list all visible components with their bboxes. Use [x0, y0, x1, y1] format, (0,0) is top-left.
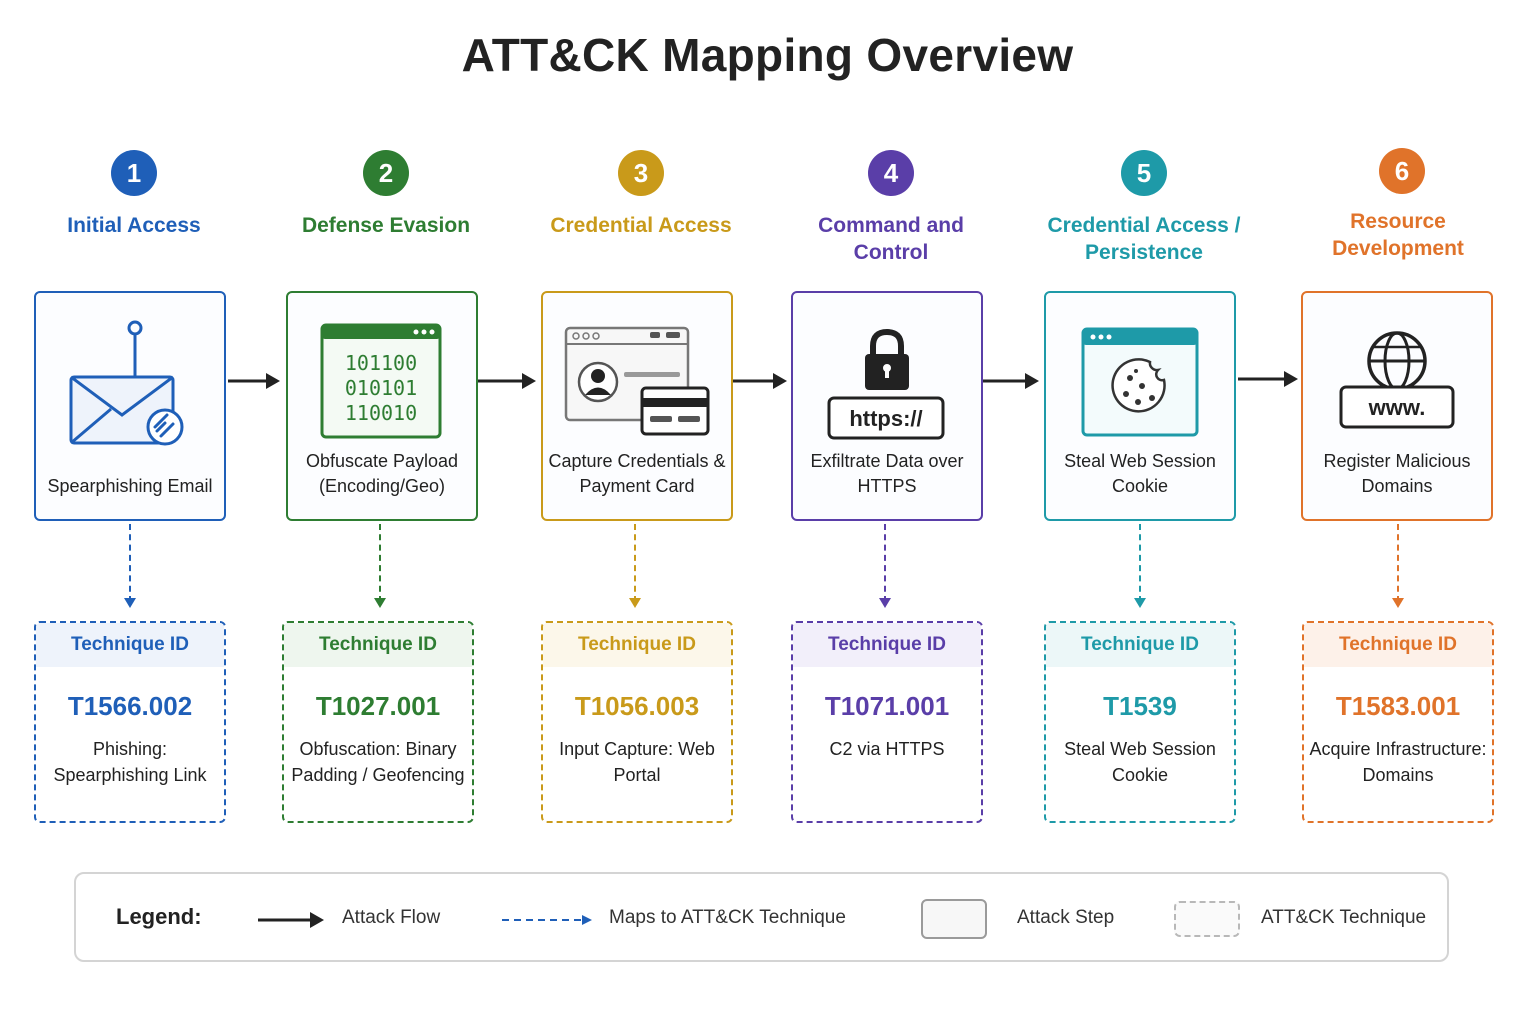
binary-window-icon: 101100 010101 110010: [288, 307, 476, 457]
attack-flow-arrow: [478, 373, 536, 389]
legend-technique-swatch: [1174, 901, 1240, 937]
legend: Legend: Attack Flow Maps to ATT&CK Techn…: [74, 872, 1449, 962]
legend-mapping-label: Maps to ATT&CK Technique: [609, 907, 846, 928]
attack-flow-arrow: [1238, 371, 1298, 387]
connector-arrowhead: [629, 598, 641, 608]
technique-id: T1539: [1103, 691, 1177, 721]
technique-header: Technique ID: [36, 623, 224, 667]
technique-header: Technique ID: [543, 623, 731, 667]
page-title: ATT&CK Mapping Overview: [461, 29, 1074, 81]
technique-mapping-connector: [1397, 524, 1399, 602]
tactic-name: Resource Development: [1332, 210, 1464, 260]
technique-mapping-connector: [129, 524, 131, 602]
step-number-badge: 6: [1379, 148, 1425, 194]
credential-card-icon: [543, 307, 731, 457]
technique-header: Technique ID: [1304, 623, 1492, 667]
lock-https-icon: https://: [793, 307, 981, 457]
technique-name: C2 via HTTPS: [829, 739, 945, 759]
technique-card[interactable]: Technique ID T1583.001 Acquire Infrastru…: [1302, 621, 1494, 823]
technique-name: Acquire Infrastructure: Domains: [1309, 739, 1487, 785]
attack-step-card[interactable]: Steal Web Session Cookie: [1044, 291, 1236, 521]
attack-step-card[interactable]: www. Register Malicious Domains: [1301, 291, 1493, 521]
globe-www-icon: www.: [1303, 307, 1491, 457]
technique-id: T1027.001: [315, 691, 441, 721]
attack-step-6: 6 Resource Development www. Register Mal…: [1301, 0, 1502, 830]
www-text: www.: [1368, 395, 1426, 420]
attack-flow-arrow: [733, 373, 787, 389]
step-number-badge: 1: [111, 150, 157, 196]
legend-attack-flow-arrow: [258, 912, 324, 928]
technique-card[interactable]: Technique ID T1056.003 Input Capture: We…: [541, 621, 733, 823]
technique-name: Phishing: Spearphishing Link: [53, 739, 207, 785]
attack-step-card[interactable]: 101100 010101 110010 Obfuscate Payload (…: [286, 291, 478, 521]
tactic-name: Credential Access / Persistence: [1047, 214, 1241, 264]
legend-title: Legend:: [116, 904, 202, 929]
attack-step-card[interactable]: https:// Exfiltrate Data over HTTPS: [791, 291, 983, 521]
technique-header: Technique ID: [1046, 623, 1234, 667]
connector-arrowhead: [124, 598, 136, 608]
technique-header: Technique ID: [284, 623, 472, 667]
cookie-window-icon: [1046, 307, 1234, 457]
step-number-badge: 3: [618, 150, 664, 196]
technique-id: T1071.001: [824, 691, 950, 721]
attack-step-4: 4 Command and Control https:// Exfiltrat…: [791, 0, 991, 830]
attack-step-2: 2 Defense Evasion 101100 010101 110010 O…: [282, 0, 486, 830]
binary-line: 110010: [345, 401, 417, 425]
connector-arrowhead: [374, 598, 386, 608]
attack-step-label: Steal Web Session Cookie: [1064, 451, 1216, 496]
attack-step-card[interactable]: Capture Credentials & Payment Card: [541, 291, 733, 521]
attack-step-label: Capture Credentials & Payment Card: [548, 451, 726, 496]
technique-id: T1566.002: [67, 691, 193, 721]
technique-header: Technique ID: [793, 623, 981, 667]
tactic-name: Credential Access: [550, 214, 732, 237]
technique-id: T1056.003: [574, 691, 700, 721]
connector-arrowhead: [879, 598, 891, 608]
step-number-badge: 4: [868, 150, 914, 196]
technique-card[interactable]: Technique ID T1539 Steal Web Session Coo…: [1044, 621, 1236, 823]
attack-step-label: Obfuscate Payload (Encoding/Geo): [305, 451, 459, 496]
attack-step-label: Exfiltrate Data over HTTPS: [810, 451, 964, 496]
binary-line: 010101: [345, 376, 417, 400]
attack-step-3: 3 Credential Access Capture Credentials …: [541, 0, 741, 830]
connector-arrowhead: [1134, 598, 1146, 608]
technique-name: Obfuscation: Binary Padding / Geofencing: [291, 739, 465, 785]
attack-step-1: 1 Initial Access Spearphishing Email Tec…: [34, 0, 234, 830]
technique-card[interactable]: Technique ID T1027.001 Obfuscation: Bina…: [282, 621, 474, 823]
legend-attack-step-label: Attack Step: [1017, 907, 1115, 928]
technique-id: T1583.001: [1335, 691, 1461, 721]
legend-technique-label: ATT&CK Technique: [1261, 907, 1427, 928]
attack-step-5: 5 Credential Access / Persistence Steal …: [1044, 0, 1244, 830]
step-number-badge: 5: [1121, 150, 1167, 196]
legend-attack-flow-label: Attack Flow: [342, 907, 441, 928]
tactic-name: Defense Evasion: [301, 214, 471, 237]
tactic-name: Command and Control: [818, 214, 964, 264]
technique-name: Input Capture: Web Portal: [559, 739, 715, 785]
step-number-badge: 2: [363, 150, 409, 196]
technique-name: Steal Web Session Cookie: [1064, 739, 1216, 785]
binary-line: 101100: [345, 351, 417, 375]
attack-step-label: Register Malicious Domains: [1323, 451, 1471, 496]
attack-step-card[interactable]: Spearphishing Email: [34, 291, 226, 521]
tactic-name: Initial Access: [67, 214, 201, 237]
phishing-email-icon: [36, 307, 224, 457]
technique-mapping-connector: [1139, 524, 1141, 602]
attack-flow-arrow: [228, 373, 280, 389]
connector-arrowhead: [1392, 598, 1404, 608]
technique-mapping-connector: [884, 524, 886, 602]
attack-step-label: Spearphishing Email: [47, 476, 213, 496]
legend-mapping-line: [502, 915, 592, 925]
technique-mapping-connector: [634, 524, 636, 602]
technique-card[interactable]: Technique ID T1071.001 C2 via HTTPS: [791, 621, 983, 823]
attack-flow-arrow: [983, 373, 1039, 389]
technique-mapping-connector: [379, 524, 381, 602]
technique-card[interactable]: Technique ID T1566.002 Phishing: Spearph…: [34, 621, 226, 823]
https-text: https://: [849, 406, 922, 431]
legend-attack-step-swatch: [921, 899, 987, 939]
